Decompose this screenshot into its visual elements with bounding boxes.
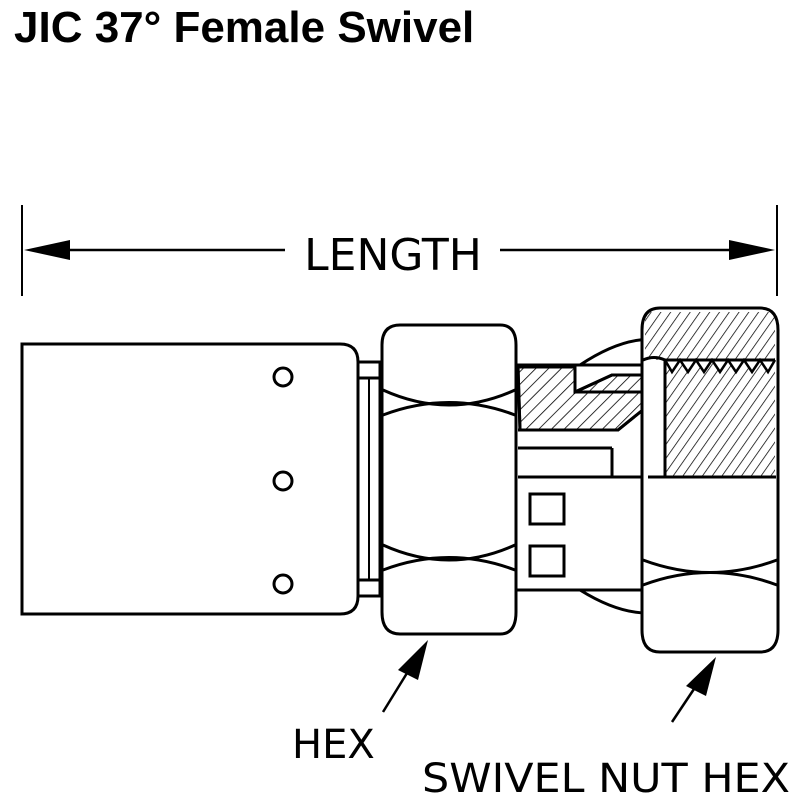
nipple-section [514,337,667,615]
body-hex [380,323,518,636]
arrow-right-icon [729,240,775,260]
swivel-nut-hex-label: SWIVEL NUT HEX [422,756,790,800]
swivel-nut-hex-callout: SWIVEL NUT HEX [422,657,790,800]
hex-label: HEX [292,722,375,768]
hex-arrow-icon [398,640,428,680]
hex-callout: HEX [292,640,428,768]
crimp-dot [272,573,294,595]
swivel-nut-arrow-icon [686,657,716,696]
crimp-dot [272,470,294,492]
ferrule [20,342,360,616]
crimp-dot [272,366,294,388]
collar [356,360,382,598]
arrow-left-icon [24,240,70,260]
length-label: LENGTH [304,230,482,281]
flat-square [528,544,566,578]
page-title: JIC 37° Female Swivel [14,3,475,52]
swivel-nut-hex [640,306,780,654]
flat-square [528,492,566,526]
length-dimension: LENGTH [21,205,778,296]
